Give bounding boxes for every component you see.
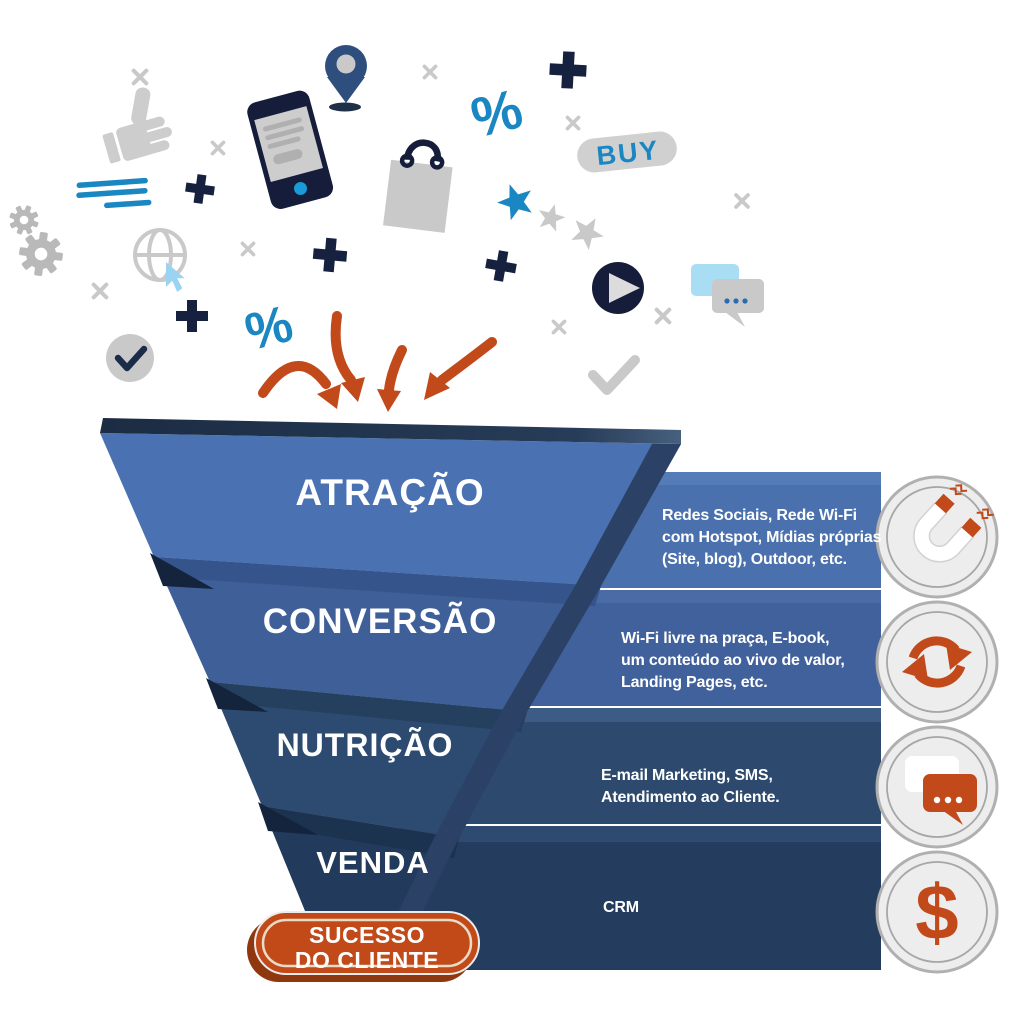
stage-bar-nutricao (430, 708, 881, 824)
funnel-band-atracao (100, 433, 681, 586)
star-icon (534, 200, 568, 233)
plus-icon (549, 51, 588, 90)
play-button-icon (592, 262, 644, 314)
plus-icon (483, 248, 518, 283)
stage-icon-circles: $ (875, 475, 999, 974)
stage-desc-venda: CRM (603, 899, 639, 916)
dollar-symbol: $ (915, 868, 958, 956)
stage-bar-venda (400, 826, 881, 970)
funnel-top-rim (100, 418, 681, 444)
success-badge-text: SUCESSO DO CLIENTE (255, 923, 479, 973)
stage-desc-nutricao: E-mail Marketing, SMS, Atendimento ao Cl… (601, 767, 780, 806)
x-icon (422, 64, 438, 80)
x-icon (94, 285, 107, 298)
funnel-right-facet (374, 444, 681, 962)
buy-label: BUY (595, 135, 661, 171)
funnel-shape (100, 418, 681, 962)
x-icon (210, 140, 226, 156)
percent-icon: % (465, 76, 529, 149)
success-badge (247, 911, 480, 982)
chat-bubbles-circle-icon (875, 725, 999, 849)
stage-desc-conversao: Wi-Fi livre na praça, E-book, um conteúd… (621, 630, 845, 691)
check-circle-icon (106, 334, 154, 382)
globe-cursor-icon (133, 228, 187, 292)
buy-button: BUY (577, 131, 677, 173)
check-icon (588, 355, 640, 395)
x-icon (734, 193, 750, 209)
stage-label-nutricao: NUTRIÇÃO (276, 727, 454, 763)
x-icon (565, 115, 581, 131)
plus-icon (184, 173, 217, 206)
star-icon (565, 210, 610, 254)
x-icon (657, 310, 670, 323)
percent-icon: % (240, 295, 299, 362)
stage-label-conversao: CONVERSÃO (262, 602, 498, 641)
thumbs-up-icon (102, 87, 172, 164)
x-icon (551, 319, 567, 335)
magnet-icon (875, 475, 999, 599)
success-badge-line2: DO CLIENTE (294, 947, 440, 973)
plus-icon (176, 300, 208, 332)
sync-arrows-icon (875, 600, 999, 724)
success-badge-line1: SUCESSO (309, 922, 425, 948)
funnel-arrows-icon (258, 311, 497, 412)
dollar-icon: $ (875, 850, 999, 974)
location-pin-icon (325, 45, 367, 112)
stage-label-venda: VENDA (316, 845, 430, 880)
stage-desc-atracao: Redes Sociais, Rede Wi-Fi com Hotspot, M… (662, 507, 882, 568)
shopping-bag-icon (383, 139, 453, 233)
star-icon (492, 178, 539, 223)
x-icon (134, 71, 147, 84)
gear-icon (16, 229, 66, 279)
chat-bubbles-icon (691, 264, 764, 327)
smartphone-icon (247, 90, 334, 210)
menu-lines-icon (76, 177, 152, 209)
stage-label-atracao: ATRAÇÃO (295, 472, 485, 513)
plus-icon (312, 237, 348, 273)
x-icon (240, 241, 256, 257)
gear-icon (5, 201, 43, 239)
